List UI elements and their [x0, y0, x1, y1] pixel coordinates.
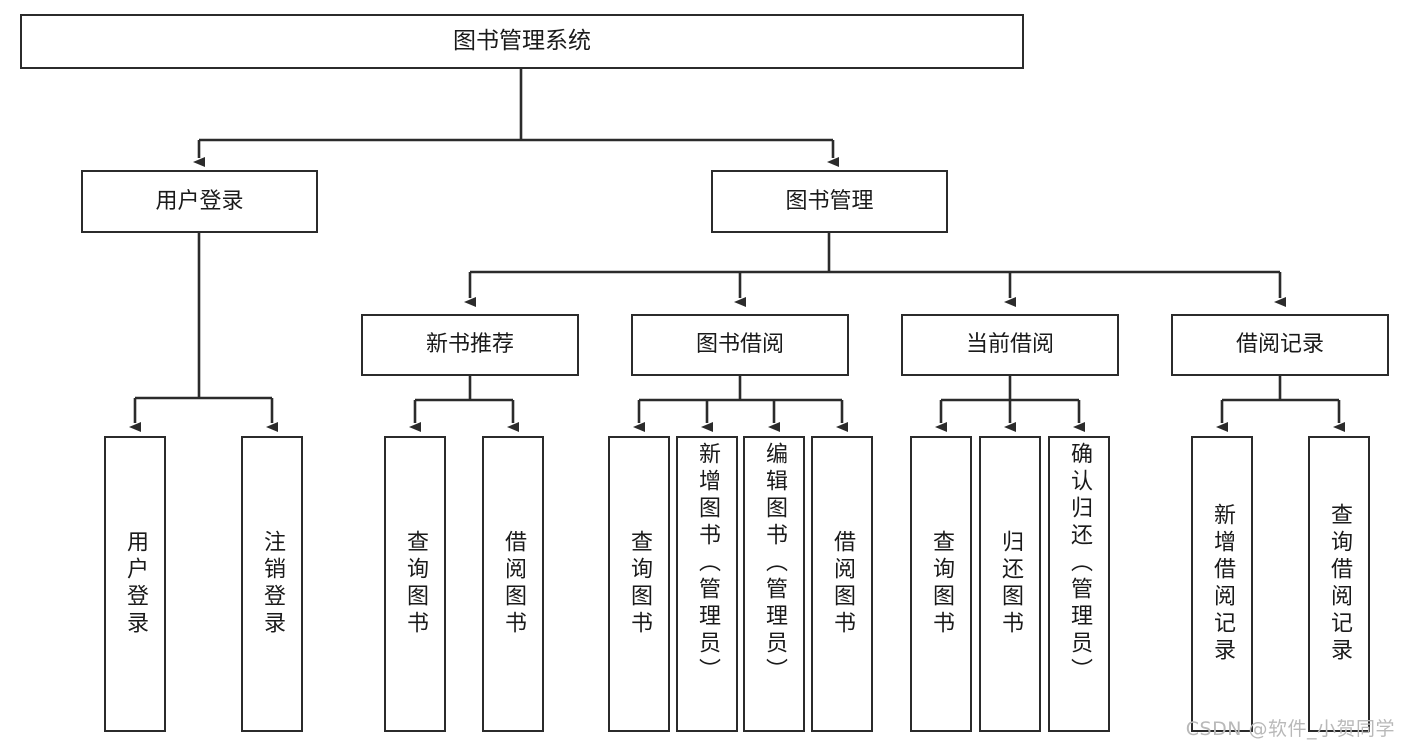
- leaf-borrow-book[interactable]: 借阅图书: [811, 436, 873, 732]
- node-book-manage[interactable]: 图书管理: [711, 170, 948, 233]
- watermark: CSDN @软件_小贺同学: [1185, 718, 1395, 740]
- leaf-add-borrow-record[interactable]: 新增借阅记录: [1191, 436, 1253, 732]
- leaf-borrow-book-recommend-label: 借阅图书: [501, 530, 526, 638]
- node-current-borrow[interactable]: 当前借阅: [901, 314, 1119, 376]
- leaf-query-book-recommend-label: 查询图书: [403, 530, 428, 638]
- leaf-query-book-borrow[interactable]: 查询图书: [608, 436, 670, 732]
- leaf-query-book-current-label: 查询图书: [929, 530, 954, 638]
- leaf-return-book-label: 归还图书: [998, 530, 1023, 638]
- leaf-add-book-admin-label: 新增图书（管理员）: [695, 442, 720, 685]
- leaf-query-borrow-record[interactable]: 查询借阅记录: [1308, 436, 1370, 732]
- node-new-book-recommend-label: 新书推荐: [425, 332, 514, 358]
- leaf-query-borrow-record-label: 查询借阅记录: [1327, 503, 1352, 665]
- leaf-borrow-book-label: 借阅图书: [830, 530, 855, 638]
- leaf-add-borrow-record-label: 新增借阅记录: [1210, 503, 1235, 665]
- leaf-edit-book-admin-label: 编辑图书（管理员）: [762, 442, 787, 685]
- leaf-confirm-return-admin[interactable]: 确认归还（管理员）: [1048, 436, 1110, 732]
- leaf-query-book-borrow-label: 查询图书: [627, 530, 652, 638]
- leaf-logout-login[interactable]: 注销登录: [241, 436, 303, 732]
- node-root[interactable]: 图书管理系统: [20, 14, 1024, 69]
- node-borrow-record[interactable]: 借阅记录: [1171, 314, 1389, 376]
- node-borrow-record-label: 借阅记录: [1235, 332, 1324, 358]
- leaf-query-book-current[interactable]: 查询图书: [910, 436, 972, 732]
- leaf-borrow-book-recommend[interactable]: 借阅图书: [482, 436, 544, 732]
- node-current-borrow-label: 当前借阅: [965, 332, 1054, 358]
- node-root-label: 图书管理系统: [453, 27, 591, 54]
- leaf-add-book-admin[interactable]: 新增图书（管理员）: [676, 436, 738, 732]
- leaf-user-login[interactable]: 用户登录: [104, 436, 166, 732]
- leaf-query-book-recommend[interactable]: 查询图书: [384, 436, 446, 732]
- node-book-borrow[interactable]: 图书借阅: [631, 314, 849, 376]
- node-user-login-label: 用户登录: [155, 188, 244, 214]
- node-user-login[interactable]: 用户登录: [81, 170, 318, 233]
- leaf-user-login-label: 用户登录: [123, 530, 148, 638]
- node-book-manage-label: 图书管理: [785, 188, 874, 214]
- leaf-logout-login-label: 注销登录: [260, 530, 285, 638]
- node-new-book-recommend[interactable]: 新书推荐: [361, 314, 579, 376]
- leaf-confirm-return-admin-label: 确认归还（管理员）: [1067, 442, 1092, 685]
- leaf-edit-book-admin[interactable]: 编辑图书（管理员）: [743, 436, 805, 732]
- node-book-borrow-label: 图书借阅: [695, 332, 784, 358]
- leaf-return-book[interactable]: 归还图书: [979, 436, 1041, 732]
